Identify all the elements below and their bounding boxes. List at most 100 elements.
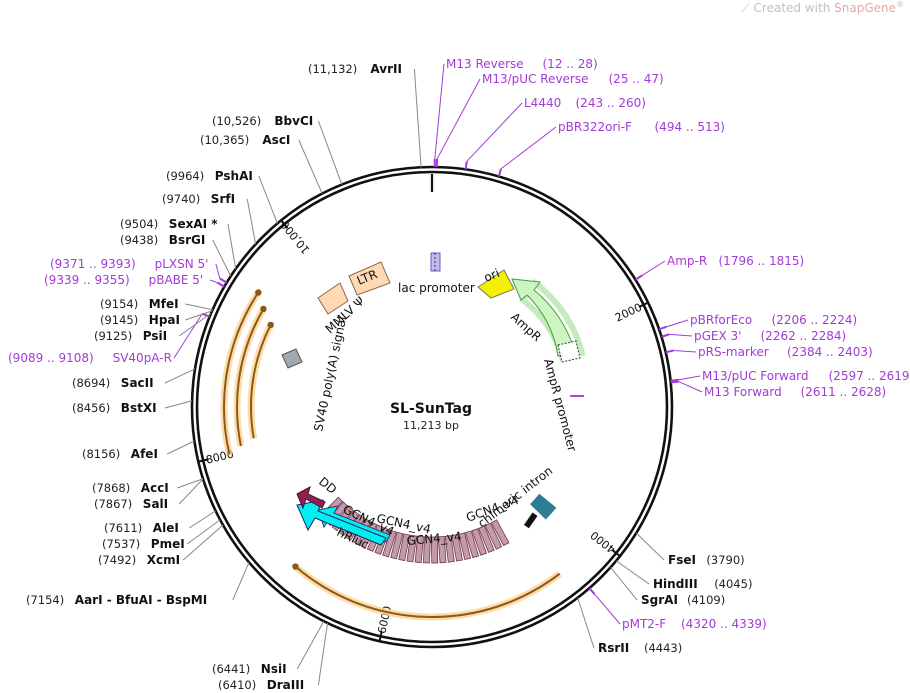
primer-label[interactable]: Amp-R(1796 .. 1815) bbox=[667, 254, 804, 268]
enzyme-leader-line bbox=[178, 312, 212, 337]
enzyme-site[interactable]: (7868)AccI bbox=[92, 481, 169, 495]
enzyme-name: BbvCI bbox=[274, 114, 313, 128]
enzyme-position: (4045) bbox=[714, 577, 752, 591]
gcn4-epitope-bar bbox=[437, 536, 447, 564]
primer-label[interactable]: L4440(243 .. 260) bbox=[524, 96, 646, 110]
gcn4-epitope-bar bbox=[423, 536, 431, 564]
enzyme-site[interactable]: (10,365)AscI bbox=[200, 133, 290, 147]
enzyme-name: SalI bbox=[143, 497, 168, 511]
ampr-promoter-box[interactable] bbox=[557, 340, 581, 363]
orange-arc[interactable] bbox=[236, 308, 265, 447]
orange-arc[interactable] bbox=[250, 324, 272, 439]
gcn4-epitope bbox=[390, 531, 404, 560]
enzyme-leader-line bbox=[615, 560, 650, 585]
enzyme-name: SrfI bbox=[211, 192, 235, 206]
hrluc-arrow-body[interactable] bbox=[296, 499, 387, 546]
enzyme-site[interactable]: SgrAI(4109) bbox=[641, 593, 725, 607]
primer-site-mark bbox=[661, 333, 670, 338]
enzyme-site[interactable]: (9504)SexAI * bbox=[120, 217, 218, 231]
gcn4-epitope-bar bbox=[398, 533, 411, 562]
enzyme-site[interactable]: (7537)PmeI bbox=[102, 537, 185, 551]
enzyme-site[interactable]: (7492)XcmI bbox=[98, 553, 180, 567]
ltr-box[interactable] bbox=[348, 261, 391, 296]
ori-arrow[interactable] bbox=[477, 269, 515, 299]
primer-label[interactable]: M13 Forward(2611 .. 2628) bbox=[704, 385, 886, 399]
primer-label[interactable]: pBR322ori-F(494 .. 513) bbox=[558, 120, 725, 134]
primer-name: pBR322ori-F bbox=[558, 120, 632, 134]
watermark-mark: ® bbox=[896, 0, 904, 9]
feature-lac-promoter[interactable]: lac promoter bbox=[398, 252, 475, 295]
enzyme-site[interactable]: (9125)PsiI bbox=[94, 329, 167, 343]
enzyme-position: (9740) bbox=[162, 192, 200, 206]
orange-arc[interactable] bbox=[294, 565, 561, 618]
enzyme-position: (9154) bbox=[100, 297, 138, 311]
gcn4-epitope bbox=[490, 519, 510, 547]
plasmid-length: 11,213 bp bbox=[403, 419, 459, 432]
primer-leader-line bbox=[434, 63, 445, 160]
feature-sv40-polya[interactable]: SV40 poly(A) signal bbox=[281, 315, 349, 433]
enzyme-leader-line bbox=[178, 478, 204, 505]
enzyme-leader-line bbox=[166, 440, 195, 455]
intron-bar bbox=[536, 495, 556, 511]
backbone-inner-circle bbox=[195, 170, 669, 644]
primer-label[interactable]: M13 Reverse(12 .. 28) bbox=[446, 57, 598, 71]
primer-label[interactable]: pMT2-F(4320 .. 4339) bbox=[622, 617, 767, 631]
enzyme-position: (7867) bbox=[94, 497, 132, 511]
enzyme-site[interactable]: (7154)AarI - BfuAI - BspMI bbox=[26, 593, 207, 607]
feature-ori[interactable]: ori bbox=[477, 266, 515, 299]
enzyme-site[interactable]: (7611)AleI bbox=[104, 521, 179, 535]
enzyme-position: (6410) bbox=[218, 678, 256, 692]
gcn4-epitope bbox=[451, 533, 463, 562]
enzyme-site[interactable]: (9438)BsrGI bbox=[120, 233, 205, 247]
primer-name: pLXSN 5' bbox=[155, 257, 209, 271]
enzyme-site[interactable]: (10,526)BbvCI bbox=[212, 114, 313, 128]
gcn4-epitope bbox=[458, 532, 472, 561]
primer-label[interactable]: pRS-marker(2384 .. 2403) bbox=[698, 345, 873, 359]
primer-label[interactable]: M13/pUC Reverse(25 .. 47) bbox=[482, 72, 664, 86]
enzyme-site[interactable]: (9740) SrfI bbox=[162, 192, 235, 206]
primer-name: M13 Reverse bbox=[446, 57, 524, 71]
primer-leader-line bbox=[678, 375, 701, 381]
enzyme-site[interactable]: (7867) SalI bbox=[94, 497, 168, 511]
gcn4-epitope-bar bbox=[490, 519, 510, 547]
enzyme-site[interactable]: (9154)MfeI bbox=[100, 297, 179, 311]
feature-label-ori: ori bbox=[482, 266, 502, 285]
enzyme-site[interactable]: (9145)HpaI bbox=[100, 313, 180, 327]
enzyme-site[interactable]: (8694)SacII bbox=[72, 376, 154, 390]
primer-label[interactable]: (9339 .. 9355)pBABE 5' bbox=[44, 273, 203, 287]
enzyme-site[interactable]: (6441)NsiI bbox=[212, 662, 287, 676]
primer-range: (2611 .. 2628) bbox=[801, 385, 887, 399]
sv40-polya-box[interactable] bbox=[281, 348, 303, 369]
enzyme-site[interactable]: RsrII(4443) bbox=[598, 641, 682, 655]
dd-arrow[interactable] bbox=[296, 485, 326, 510]
primer-label[interactable]: pGEX 3'(2262 .. 2284) bbox=[694, 329, 846, 343]
primer-range: (4320 .. 4339) bbox=[681, 617, 767, 631]
enzyme-leader-line bbox=[296, 620, 325, 670]
feature-ltr[interactable]: LTR bbox=[348, 261, 391, 296]
primer-label[interactable]: (9089 .. 9108)SV40pA-R bbox=[8, 351, 172, 365]
gcn4-epitope-bar bbox=[390, 531, 404, 560]
enzyme-site[interactable]: (6410)DraIII bbox=[218, 678, 304, 692]
enzyme-leader-line bbox=[413, 68, 422, 168]
enzyme-site[interactable]: (9964)PshAI bbox=[166, 169, 253, 183]
enzyme-site[interactable]: (11,132)AvrII bbox=[308, 62, 402, 76]
feature-label-lac-promoter: lac promoter bbox=[398, 281, 475, 295]
enzyme-leader-line bbox=[227, 223, 237, 269]
enzyme-site[interactable]: HindIII(4045) bbox=[653, 577, 752, 591]
mmlv-psi-box[interactable] bbox=[317, 282, 349, 315]
primer-label[interactable]: (9371 .. 9393)pLXSN 5' bbox=[50, 257, 208, 271]
orange-arc[interactable] bbox=[223, 291, 260, 455]
primer-name: pRS-marker bbox=[698, 345, 769, 359]
enzyme-site[interactable]: (8456)BstXI bbox=[72, 401, 157, 415]
enzyme-site[interactable]: (8156)AfeI bbox=[82, 447, 158, 461]
scale-tick-label: 10,000 bbox=[278, 218, 312, 256]
primer-label[interactable]: M13/pUC Forward(2597 .. 2619) bbox=[702, 369, 910, 383]
orange-arc-arrowhead bbox=[267, 321, 274, 329]
primer-site-mark bbox=[658, 325, 667, 331]
enzyme-leader-line bbox=[185, 303, 213, 311]
intron-bar bbox=[535, 496, 554, 513]
enzyme-site[interactable]: FseI(3790) bbox=[668, 553, 745, 567]
primer-name: M13/pUC Forward bbox=[702, 369, 809, 383]
primer-label[interactable]: pBRforEco(2206 .. 2224) bbox=[690, 313, 857, 327]
